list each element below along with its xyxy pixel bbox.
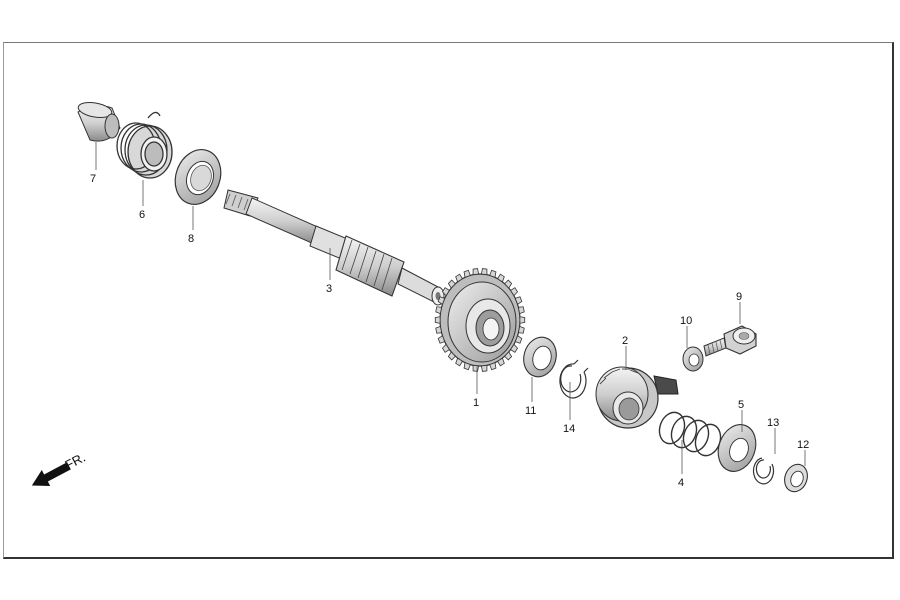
- gear-tooth: [463, 269, 471, 278]
- gear-tooth: [447, 351, 456, 361]
- callout-14: 14: [563, 423, 575, 435]
- gear-tooth: [480, 268, 488, 276]
- gear-tooth: [514, 296, 523, 305]
- callout-2: 2: [622, 335, 628, 347]
- part-2-ratchet: [595, 366, 679, 429]
- gear-tooth: [435, 325, 443, 334]
- gear-tooth: [510, 287, 519, 297]
- gear-tooth: [455, 273, 464, 283]
- gear-tooth: [504, 351, 513, 361]
- callout-1: 1: [473, 397, 479, 409]
- gear-tooth: [441, 343, 450, 353]
- gear-tooth: [489, 269, 497, 278]
- diagram-frame: [3, 42, 894, 559]
- part-5-washer: [717, 424, 757, 472]
- gear-tooth: [463, 362, 471, 371]
- gear-tooth: [437, 296, 446, 305]
- callout-numbers: 7 6 8 3 1 11 14 2 4 5 13 12 10 9: [90, 173, 809, 489]
- part-10-washer: [682, 346, 704, 372]
- callout-7: 7: [90, 173, 96, 185]
- arrow-left-icon: [31, 462, 71, 486]
- part-3-shaft: [223, 189, 445, 306]
- callout-13: 13: [767, 417, 779, 429]
- part-9-bolt: [703, 325, 757, 357]
- front-direction-indicator: FR.: [31, 450, 88, 486]
- gear-tooth: [455, 357, 464, 367]
- part-11-washer: [523, 336, 557, 378]
- callout-8: 8: [188, 233, 194, 245]
- callout-4: 4: [678, 477, 684, 489]
- gear-tooth: [504, 279, 513, 289]
- part-13-circlip: [752, 457, 775, 485]
- gear-tooth: [437, 335, 446, 344]
- gear-tooth: [472, 364, 480, 372]
- gear-tooth: [447, 279, 456, 289]
- gear-tooth: [514, 335, 523, 344]
- callout-9: 9: [736, 291, 742, 303]
- callout-11: 11: [525, 405, 536, 417]
- gear-tooth: [434, 316, 441, 324]
- gear-tooth: [496, 273, 505, 283]
- part-1-gear: [434, 268, 526, 372]
- gear-tooth: [435, 306, 443, 315]
- gear-tooth: [441, 287, 450, 297]
- callout-10: 10: [680, 315, 692, 327]
- part-4-spring: [658, 411, 722, 457]
- part-14-circlip: [559, 359, 589, 399]
- part-12-washer: [784, 463, 808, 493]
- gear-tooth: [517, 306, 525, 315]
- callout-12: 12: [797, 439, 809, 451]
- callout-3: 3: [326, 283, 332, 295]
- part-8-washer: [174, 149, 222, 205]
- gear-tooth: [472, 268, 480, 276]
- part-6-spring: [116, 111, 173, 179]
- gear-tooth: [480, 364, 488, 372]
- leader-lines: [95, 142, 806, 474]
- gear-tooth: [510, 343, 519, 353]
- part-7-collar: [77, 102, 121, 142]
- gear-tooth: [517, 325, 525, 334]
- callout-5: 5: [738, 399, 744, 411]
- callout-6: 6: [139, 209, 145, 221]
- gear-tooth: [489, 362, 497, 371]
- gear-tooth: [519, 316, 526, 324]
- gear-tooth: [496, 357, 505, 367]
